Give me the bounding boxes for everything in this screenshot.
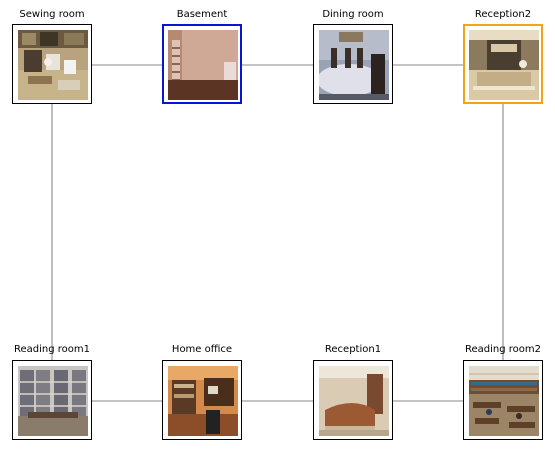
node-reading-room2[interactable] bbox=[463, 360, 543, 440]
node-label-basement: Basement bbox=[176, 9, 228, 20]
reception2-photo bbox=[469, 30, 539, 100]
node-reception1[interactable] bbox=[313, 360, 393, 440]
node-label-sewing-room: Sewing room bbox=[19, 9, 85, 20]
node-label-reading-room2: Reading room2 bbox=[464, 344, 541, 355]
node-label-reception2: Reception2 bbox=[474, 9, 532, 20]
node-sewing-room[interactable] bbox=[12, 24, 92, 104]
sewing-room-photo bbox=[18, 30, 88, 100]
basement-photo bbox=[168, 30, 238, 100]
node-basement[interactable] bbox=[162, 24, 242, 104]
reading-room2-photo bbox=[469, 366, 539, 436]
node-label-reading-room1: Reading room1 bbox=[13, 344, 90, 355]
dining-room-photo bbox=[319, 30, 389, 100]
node-dining-room[interactable] bbox=[313, 24, 393, 104]
node-label-dining-room: Dining room bbox=[322, 9, 384, 20]
node-label-home-office: Home office bbox=[171, 344, 233, 355]
reception1-photo bbox=[319, 366, 389, 436]
home-office-photo bbox=[168, 366, 238, 436]
node-reception2[interactable] bbox=[463, 24, 543, 104]
reading-room1-photo bbox=[18, 366, 88, 436]
node-reading-room1[interactable] bbox=[12, 360, 92, 440]
node-label-reception1: Reception1 bbox=[324, 344, 382, 355]
node-home-office[interactable] bbox=[162, 360, 242, 440]
